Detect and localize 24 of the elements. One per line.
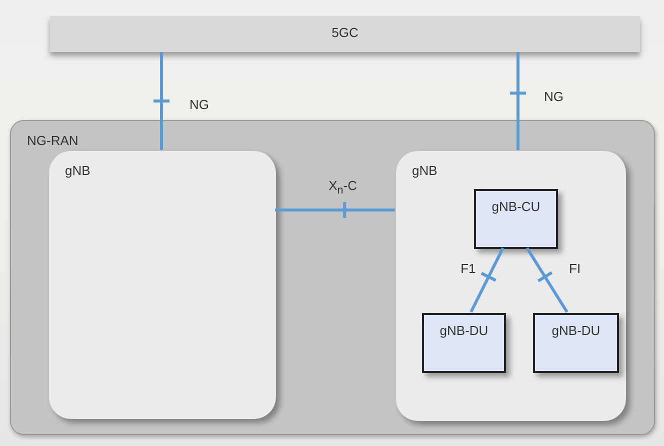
interface-link <box>160 52 163 150</box>
node-label: gNB <box>412 163 438 178</box>
edge-label: NG <box>190 97 209 112</box>
interface-link <box>516 52 520 150</box>
node-label: gNB-CU <box>490 199 542 214</box>
edge-label: FI <box>569 260 581 276</box>
central-unit-box <box>474 189 558 249</box>
node-label: gNB-DU <box>438 323 490 338</box>
node-label: gNB-DU <box>550 323 602 338</box>
base-station-box <box>396 151 626 421</box>
edge-label: F1 <box>460 260 476 276</box>
interface-link <box>275 208 395 212</box>
node-label: gNB <box>65 163 90 178</box>
core-network-bar <box>50 16 640 52</box>
interface-link <box>526 247 568 313</box>
base-station-box <box>49 151 276 419</box>
ran-region <box>10 120 655 435</box>
edge-label: X$_{n}$-C <box>328 178 358 197</box>
node-label: NG-RAN <box>27 133 78 148</box>
interface-link <box>470 247 504 313</box>
distributed-unit-box <box>533 313 619 373</box>
edge-label: NG <box>544 89 564 104</box>
distributed-unit-box <box>422 313 506 373</box>
node-label: 5GC <box>330 25 360 40</box>
